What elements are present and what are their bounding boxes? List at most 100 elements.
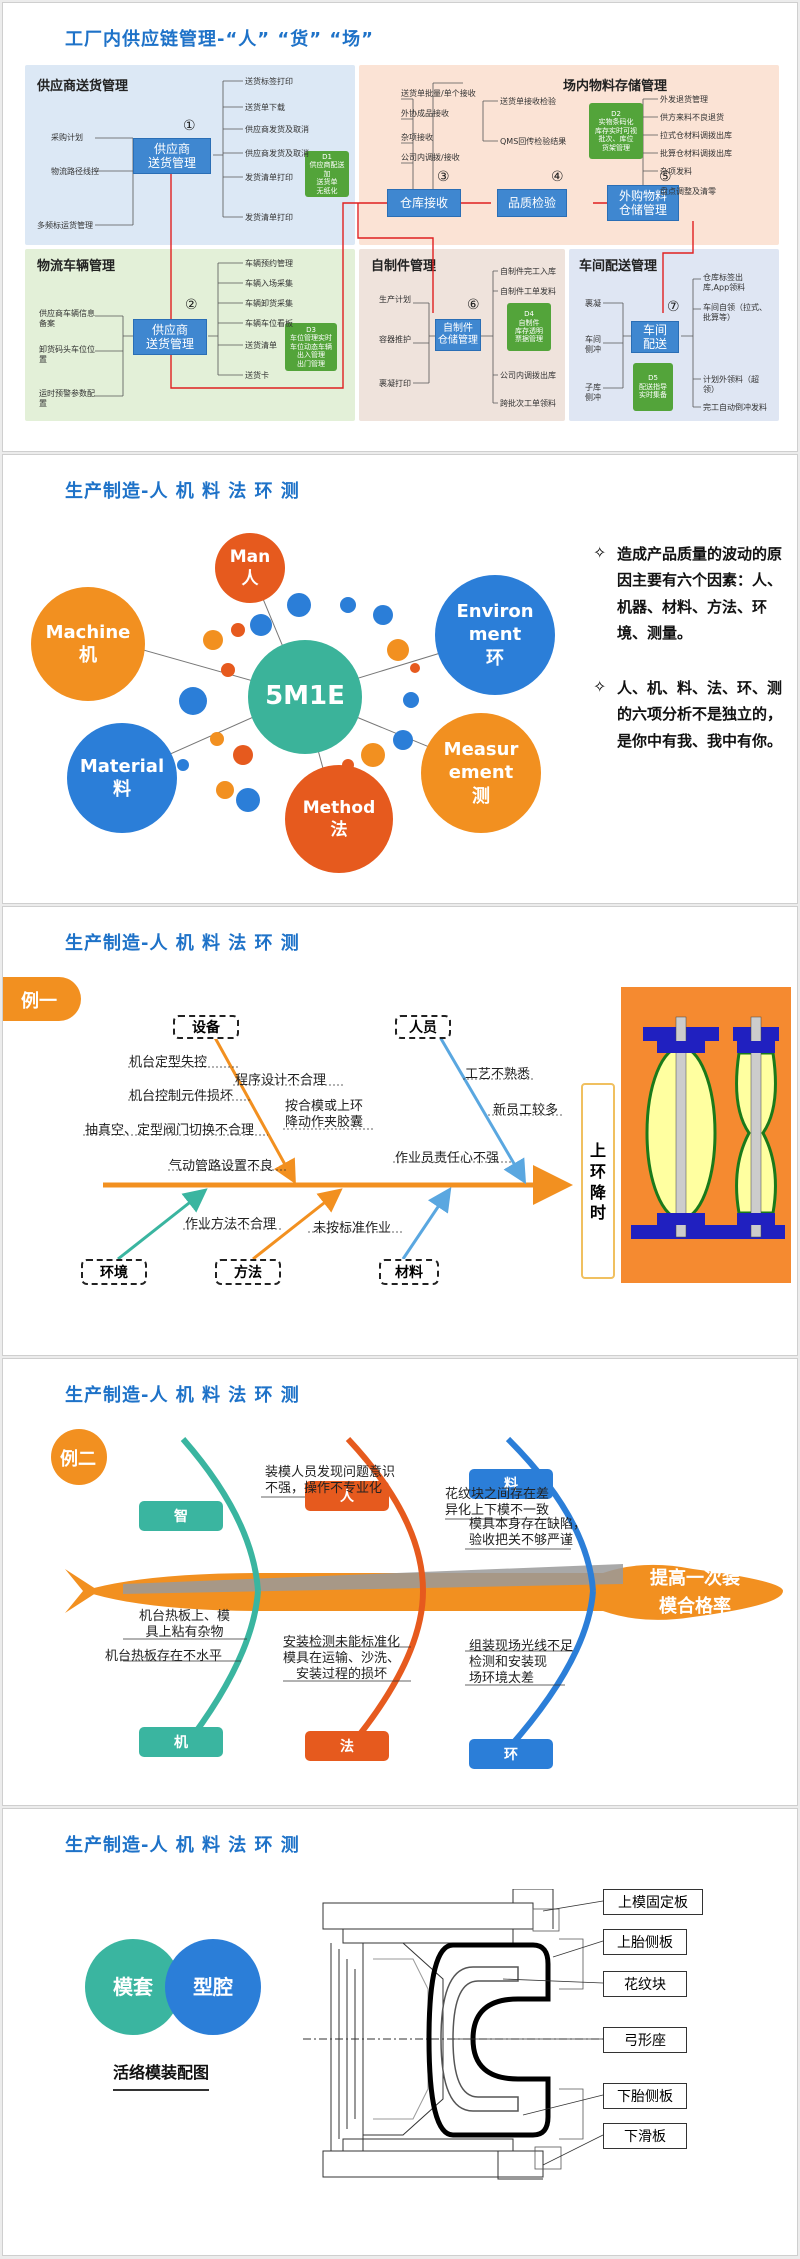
r3-5: 送货卡	[245, 371, 269, 380]
slide1-connectors	[95, 80, 701, 408]
slide4-title: 生产制造-人 机 料 法 环 测	[65, 1385, 300, 1406]
cat-ji: 机	[139, 1727, 223, 1757]
slide-fishbone-2: 生产制造-人 机 料 法 环 测 例二 智 人 料 机 法 环 提高一次装 模合…	[2, 1358, 798, 1806]
r2-0: 外发退货管理	[660, 95, 708, 104]
l3-1: 卸货码头车位位置	[39, 345, 95, 364]
circle-method: Method 法	[285, 765, 393, 873]
box-vehicle-delivery: 供应商 送货管理	[133, 319, 207, 355]
r1-3: 供应商发货及取消	[245, 149, 309, 158]
r4-2: 公司内调拨出库	[500, 371, 556, 380]
cause-t1: 装模人员发现问题意识 不强，操作不专业化	[265, 1465, 396, 1496]
r1-0: 送货标签打印	[245, 77, 293, 86]
part-label-4: 下胎侧板	[603, 2083, 687, 2109]
step-7: ⑦	[667, 299, 680, 315]
r1-1: 送货单下载	[245, 103, 285, 112]
box-warehouse-receive: 仓库接收	[387, 189, 461, 217]
slide-5m1e: 生产制造-人 机 料 法 环 测	[2, 454, 798, 904]
circle-measurement: Measur ement 测	[421, 713, 541, 833]
capsule-drawing	[631, 1016, 785, 1239]
r4-0: 自制件完工入库	[500, 267, 556, 276]
l4-2: 裹凝打印	[379, 379, 411, 388]
badge-example-1-label: 例一	[21, 991, 57, 1012]
badge-example-2	[51, 1429, 107, 1485]
slide5-title: 生产制造-人 机 料 法 环 测	[65, 1835, 300, 1856]
part-label-2: 花纹块	[603, 1971, 687, 1997]
cat-ren: 人	[305, 1481, 389, 1511]
circle-man: Man 人	[215, 533, 285, 603]
cause-t4: 抽真空、定型阀门切换不合理	[85, 1123, 255, 1138]
cat-person: 人员	[395, 1015, 451, 1039]
cause-t10: 作业方法不合理	[185, 1217, 277, 1232]
cat-environment: 环境	[81, 1259, 147, 1285]
r3-0: 车辆预约管理	[245, 259, 293, 268]
cat-method: 方法	[215, 1259, 281, 1285]
l4-0: 生产计划	[379, 295, 411, 304]
cause-t9: 检测和安装现 场环境太差	[469, 1655, 548, 1686]
panel-title-2: 场内物料存储管理	[563, 79, 668, 94]
cause-t1: 机台定型失控	[129, 1055, 208, 1070]
bullet-diamond-icon: ✧	[593, 677, 607, 696]
cause-t4: 机台热板上、模 具上粘有杂物	[139, 1609, 231, 1640]
panel-title-1: 供应商送货管理	[37, 79, 129, 94]
r2-2: 拉式仓材料调拨出库	[660, 131, 732, 140]
part-label-0: 上模固定板	[603, 1889, 703, 1915]
part-label-3: 弓形座	[603, 2027, 687, 2053]
l5-0: 裹凝	[585, 299, 601, 308]
assembly-caption: 活络模装配图	[113, 2059, 210, 2091]
note-d2: D2 实物条码化 库存实时可视 批次、库位 货架管理	[589, 103, 643, 159]
r3-3: 车辆车位看板	[245, 319, 293, 328]
slide2-title: 生产制造-人 机 料 法 环 测	[65, 481, 300, 502]
r1-2: 供应商发货及取消	[245, 125, 309, 134]
cat-material: 材料	[379, 1259, 439, 1285]
circle-machine: Machine 机	[31, 587, 145, 701]
panel-title-4: 自制件管理	[371, 259, 437, 274]
cause-t6: 气动管路设置不良	[169, 1159, 274, 1174]
l2-3: 公司内调拨/接收	[401, 153, 460, 162]
l1-2: 多频标运货管理	[37, 221, 93, 230]
note-d1: D1 供应商配送加 送货单 无纸化	[305, 151, 349, 197]
panel-title-3: 物流车辆管理	[37, 259, 116, 274]
slide-supply-chain: 工厂内供应链管理-“人” “货” “场” 供应商送货管理 场内物料存储管理 物流…	[2, 2, 798, 452]
r2-3: 批算仓材料调拨出库	[660, 149, 732, 158]
slide-fishbone-1: 生产制造-人 机 料 法 环 测 例一 设备 人员 环境 方法	[2, 906, 798, 1356]
m2-1: QMS回传检验结果	[500, 137, 567, 146]
l5-1: 车间侧冲	[585, 335, 601, 354]
cat-zhi: 智	[139, 1501, 223, 1531]
mold-drawing	[303, 1889, 623, 2180]
l1-1: 物流路径线控	[51, 167, 99, 176]
cat-liao: 料	[469, 1469, 553, 1499]
panel-title-5: 车间配送管理	[579, 259, 658, 274]
circle-environment: Environ ment 环	[435, 575, 555, 695]
l4-1: 容器推护	[379, 335, 411, 344]
bullet-2: 人、机、料、法、环、测的六项分析不是独立的，是你中有我、我中有你。	[617, 679, 783, 750]
l2-2: 杂项接收	[401, 133, 433, 142]
step-1: ①	[183, 118, 196, 134]
r3-4: 送货清单	[245, 341, 277, 350]
effect-label: 提高一次装 模合格率	[650, 1568, 740, 1617]
center-5m1e: 5M1E	[248, 640, 362, 754]
circle-material: Material 料	[67, 723, 177, 833]
fishbone-1-lines	[83, 1024, 573, 1261]
step-3: ③	[437, 169, 450, 185]
bullet-diamond-icon: ✧	[593, 543, 607, 562]
step-6: ⑥	[467, 297, 480, 313]
r2-4: 杂项发料	[660, 167, 692, 176]
r3-2: 车辆卸货采集	[245, 299, 293, 308]
cause-t7: 模具在运输、沙洗、 安装过程的损坏	[283, 1651, 401, 1682]
box-quality-check: 品质检验	[497, 189, 567, 217]
slide3-title: 生产制造-人 机 料 法 环 测	[65, 933, 300, 954]
r2-5: 盘点调整及清零	[660, 187, 716, 196]
cause-t6: 安装检测未能标准化	[283, 1635, 401, 1650]
mold-image	[621, 987, 791, 1283]
cat-equipment: 设备	[173, 1015, 239, 1039]
cause-t3: 机台控制元件损坏	[129, 1089, 234, 1104]
l5-2: 子库侧冲	[585, 383, 601, 402]
badge-example-2-label: 例二	[60, 1449, 96, 1470]
r5-2: 计划外领料（超领）	[703, 375, 759, 394]
slide1-title: 工厂内供应链管理-“人” “货” “场”	[65, 29, 374, 50]
l3-0: 供应商车辆信息备案	[39, 309, 95, 328]
part-label-5: 下滑板	[603, 2123, 687, 2149]
r5-3: 完工自动倒冲发料	[703, 403, 767, 412]
cause-t2: 程序设计不合理	[235, 1073, 327, 1088]
r4-3: 跨批次工单领料	[500, 399, 556, 408]
